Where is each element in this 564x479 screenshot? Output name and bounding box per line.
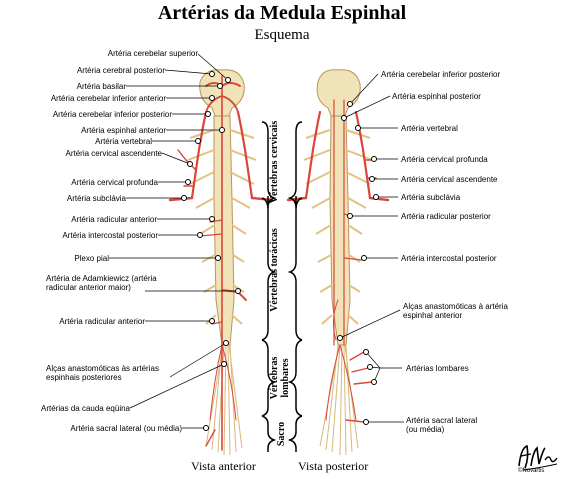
region-brackets <box>261 121 303 452</box>
label-posterior-inferior-cerebellar-artery-right: Artéria cerebelar inferior posterior <box>381 70 501 79</box>
label-artery-of-adamkiewicz: Artéria de Adamkiewicz (artéria radicula… <box>46 274 157 292</box>
label-vertebral-artery-right: Artéria vertebral <box>401 124 458 133</box>
label-vertebral-artery-left: Artéria vertebral <box>95 137 152 146</box>
label-superior-cerebellar-artery: Artéria cerebelar superior <box>107 49 198 58</box>
lumbar-bracket <box>261 339 277 417</box>
label-pial-plexus: Plexo pial <box>74 254 109 263</box>
label-posterior-intercostal-artery-right: Artéria intercostal posterior <box>401 254 497 263</box>
label-anterior-radicular-artery-lower: Artéria radicular anterior <box>59 317 145 326</box>
sacral-bracket <box>261 415 277 452</box>
region-sacral-label: Sacro <box>276 421 287 447</box>
label-posterior-inferior-cerebellar-artery-left: Artéria cerebelar inferior posterior <box>52 110 172 119</box>
label-anterior-radicular-artery-upper: Artéria radicular anterior <box>71 215 157 224</box>
label-cauda-equina-arteries: Artérias da cauda eqüina <box>41 404 130 413</box>
label-posterior-spinal-artery: Artéria espinhal posterior <box>392 92 481 101</box>
thoracic-bracket <box>261 197 277 341</box>
anterior-view-drawing <box>168 69 274 456</box>
label-posterior-radicular-artery: Artéria radicular posterior <box>401 212 491 221</box>
region-thoracic-label: Vértebras torácicas <box>269 228 280 312</box>
label-markers <box>181 71 379 431</box>
right-leader-lines <box>339 73 404 423</box>
label-lateral-sacral-artery-right: Artéria sacral lateral (ou média) <box>406 416 478 434</box>
copyright-text: ©Novartis <box>518 468 545 474</box>
page-subtitle: Esquema <box>254 27 310 43</box>
cervical-bracket <box>261 121 277 209</box>
label-anterior-spinal-artery: Artéria espinhal anterior <box>81 126 166 135</box>
label-deep-cervical-artery-left: Artéria cervical profunda <box>71 178 158 187</box>
netter-signature-logo <box>518 444 558 471</box>
anterior-view-caption: Vista anterior <box>191 459 256 473</box>
label-basilar-artery: Artéria basilar <box>76 82 126 91</box>
posterior-view-drawing <box>286 69 390 456</box>
region-lumbar-label: Vértebras lombares <box>269 356 291 400</box>
label-lumbar-arteries: Artérias lombares <box>406 364 469 373</box>
posterior-view-caption: Vista posterior <box>298 459 369 473</box>
label-subclavian-artery-left: Artéria subclávia <box>66 194 126 203</box>
page-title: Artérias da Medula Espinhal <box>157 2 407 24</box>
label-ascending-cervical-artery-left: Artéria cervical ascendente <box>65 149 163 158</box>
posterior-nerve-roots <box>303 129 373 325</box>
label-posterior-cerebral-artery: Artéria cerebral posterior <box>76 66 165 75</box>
label-subclavian-artery-right: Artéria subclávia <box>401 193 461 202</box>
label-anastomotic-loops-posterior: Alças anastomóticas às artérias espinhai… <box>46 364 159 382</box>
label-deep-cervical-artery-right: Artéria cervical profunda <box>401 155 488 164</box>
label-posterior-intercostal-artery-left: Artéria intercostal posterior <box>62 231 158 240</box>
posterior-brainstem <box>316 69 361 119</box>
label-anterior-inferior-cerebellar-artery: Artéria cerebelar inferior anterior <box>50 94 166 103</box>
left-leader-lines <box>109 53 238 429</box>
label-lateral-sacral-artery-left: Artéria sacral lateral (ou média) <box>70 424 182 433</box>
region-cervical-label: Vértebras cervicais <box>269 120 280 204</box>
label-anastomotic-loops-anterior: Alças anastomóticas à artéria espinhal a… <box>403 302 508 320</box>
posterior-arteries <box>286 99 390 423</box>
anterior-arteries <box>168 75 274 451</box>
label-ascending-cervical-artery-right: Artéria cervical ascendente <box>401 175 498 184</box>
